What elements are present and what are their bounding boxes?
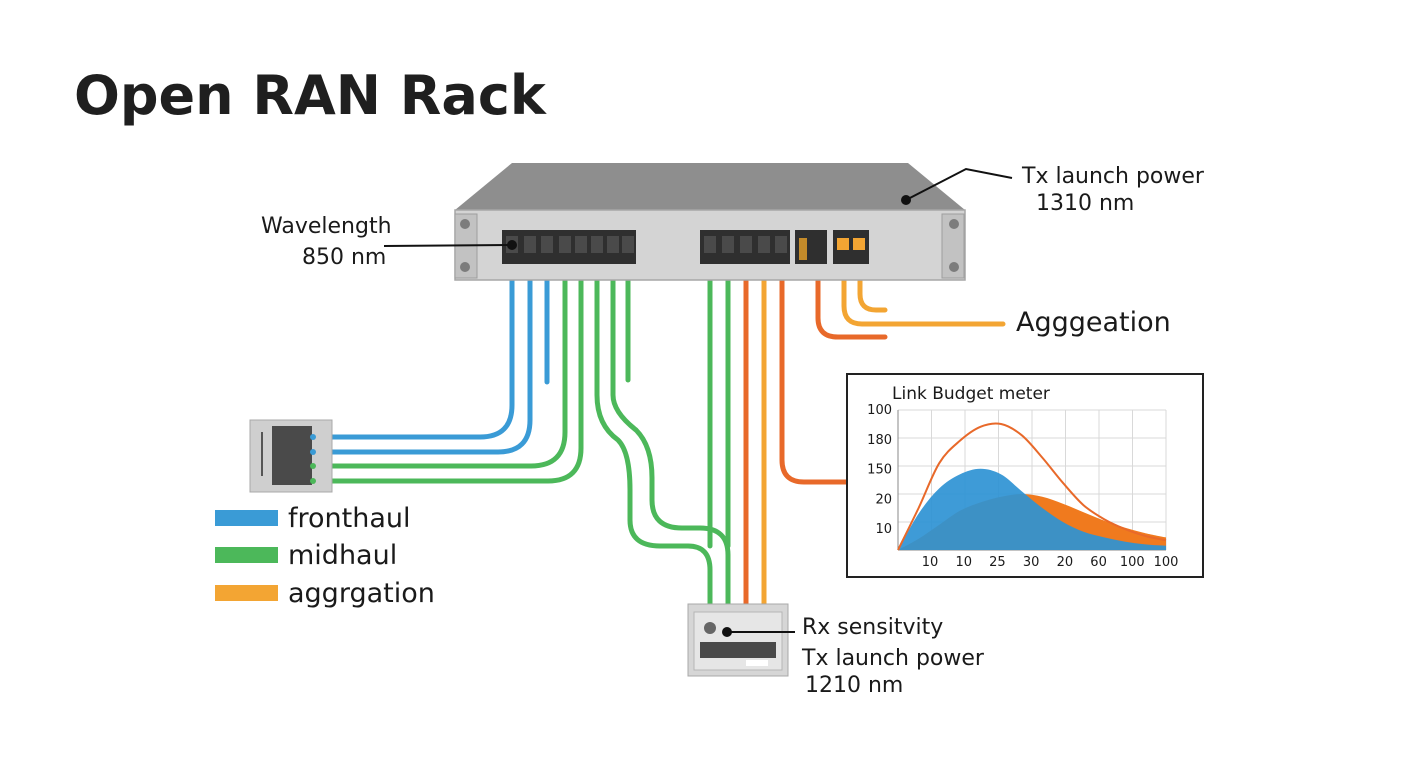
midhaul-cable-4 (610, 259, 731, 623)
transport-cable-3 (815, 259, 888, 340)
x-tick-label: 100 (1120, 555, 1145, 570)
legend-label-fronthaul: fronthaul (288, 503, 411, 534)
fronthaul-device (249, 419, 333, 493)
device-slot-light (746, 660, 768, 666)
port[interactable] (559, 236, 571, 253)
legend-label-aggregation: aggrgation (288, 578, 435, 609)
legend-label-midhaul: midhaul (288, 540, 397, 571)
status-led (704, 622, 716, 634)
leader-dot (507, 240, 517, 250)
port[interactable] (541, 236, 553, 253)
page-title: Open RAN Rack (74, 64, 547, 127)
cables (309, 259, 1006, 631)
leader-dot (722, 627, 732, 637)
legend: fronthaul midhaul aggrgation (215, 503, 435, 609)
x-tick-label: 30 (1023, 555, 1040, 570)
fronthaul-cable-1 (309, 259, 515, 440)
chassis-top (455, 163, 965, 210)
aggregation-cable-2 (841, 259, 1006, 327)
link-budget-chart: Link Budget meter 100 180 150 20 10 10 10 25 30… (846, 373, 1204, 578)
x-tick-label: 100 (1154, 555, 1179, 570)
aggregation-label: Agggeation (1016, 307, 1171, 338)
port[interactable] (607, 236, 619, 253)
midhaul-cable-2 (309, 259, 584, 484)
aggregation-cable-3 (857, 259, 888, 313)
y-tick-label: 180 (867, 433, 892, 448)
cable-end (310, 478, 316, 484)
cable-end (310, 449, 316, 455)
leader-dot (901, 195, 911, 205)
y-tick-label: 150 (867, 463, 892, 478)
port[interactable] (704, 236, 716, 253)
legend-swatch-aggregation (215, 585, 278, 601)
screw (460, 219, 470, 229)
series-line-0 (897, 422, 1167, 551)
x-tick-label: 25 (989, 555, 1006, 570)
midhaul-cable-3 (594, 259, 713, 631)
x-tick-label: 60 (1090, 555, 1107, 570)
chart-series (897, 422, 1167, 551)
rx-value: 1210 nm (805, 673, 903, 698)
port[interactable] (775, 236, 787, 253)
transport-cable-2 (779, 259, 849, 485)
port[interactable] (740, 236, 752, 253)
port[interactable] (575, 236, 587, 253)
x-tick-label: 10 (922, 555, 939, 570)
y-tick-label: 100 (867, 403, 892, 418)
port[interactable] (622, 236, 634, 253)
port[interactable] (837, 238, 849, 250)
cable-end (310, 463, 316, 469)
series-area-1 (898, 468, 1166, 550)
cable-end (310, 434, 316, 440)
rx-sensitivity-label: Rx sensitvity (802, 615, 943, 640)
tx-launch-value: 1310 nm (1036, 191, 1134, 216)
chart-x-ticks: 10 10 25 30 20 60 100 100 (922, 555, 1179, 570)
callout-rx: Rx sensitvity Tx launch power 1210 nm (722, 615, 985, 698)
device-inner (693, 611, 783, 671)
wavelength-value: 850 nm (302, 245, 386, 270)
midhaul-cable-1 (309, 259, 568, 469)
device-slot (700, 642, 776, 658)
port[interactable] (758, 236, 770, 253)
radio-unit-device (687, 603, 789, 677)
port[interactable] (853, 238, 865, 250)
chassis-right-ear (941, 213, 965, 279)
y-tick-label: 20 (875, 492, 892, 507)
device-screen (272, 426, 312, 485)
chart-y-ticks: 100 180 150 20 10 (867, 403, 892, 537)
screw (949, 219, 959, 229)
screw (949, 262, 959, 272)
callout-tx-launch: Tx launch power 1310 nm (901, 164, 1205, 216)
legend-swatch-midhaul (215, 547, 278, 563)
legend-swatch-fronthaul (215, 510, 278, 526)
rack-switch (454, 163, 966, 281)
y-tick-label: 10 (875, 522, 892, 537)
fronthaul-cable-2 (309, 259, 533, 455)
chart-title: Link Budget meter (892, 384, 1050, 404)
leader-line (905, 167, 1013, 201)
callout-wavelength: Wavelength 850 nm (261, 214, 517, 270)
leader-line (383, 244, 513, 247)
rx-tx-launch-label: Tx launch power (801, 646, 985, 671)
screw (460, 262, 470, 272)
port[interactable] (722, 236, 734, 253)
port[interactable] (591, 236, 603, 253)
x-tick-label: 10 (955, 555, 972, 570)
sfp-module-latch (799, 238, 807, 260)
wavelength-label: Wavelength (261, 214, 392, 239)
port[interactable] (524, 236, 536, 253)
x-tick-label: 20 (1057, 555, 1074, 570)
tx-launch-label: Tx launch power (1021, 164, 1205, 189)
